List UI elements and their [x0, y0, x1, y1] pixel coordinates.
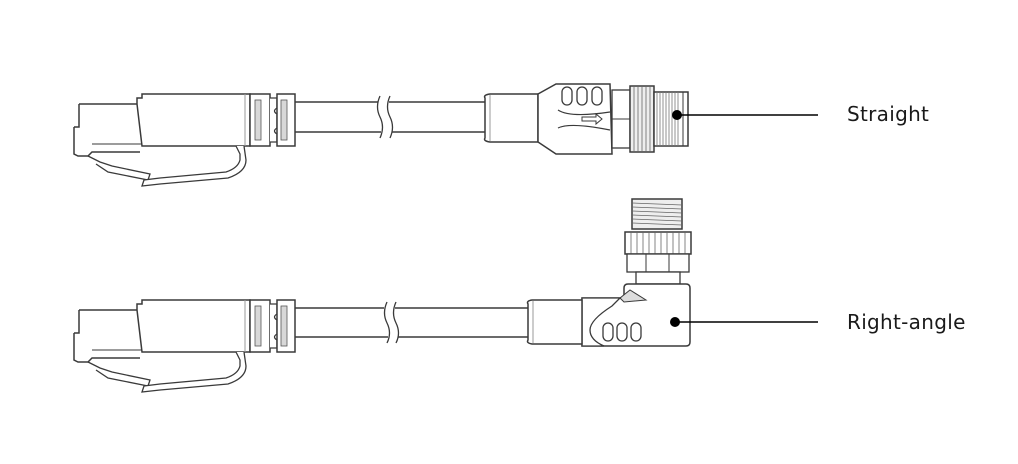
rj45-plug-right-angle [73, 299, 296, 393]
straight-cable-assembly [73, 83, 818, 187]
cable-straight [295, 95, 485, 139]
arrow-icon [581, 112, 603, 126]
break-mark [383, 301, 391, 344]
cable-right-angle [295, 301, 528, 344]
label-right-angle: Right-angle [847, 310, 966, 334]
right-angle-cable-assembly [73, 198, 818, 393]
break-mark [376, 95, 384, 139]
m12-straight-connector [483, 83, 689, 155]
m12-right-angle-connector [526, 198, 692, 347]
callout-right-angle [670, 317, 818, 327]
callout-straight [672, 110, 818, 120]
label-straight: Straight [847, 102, 930, 126]
rj45-plug-straight [73, 93, 296, 187]
